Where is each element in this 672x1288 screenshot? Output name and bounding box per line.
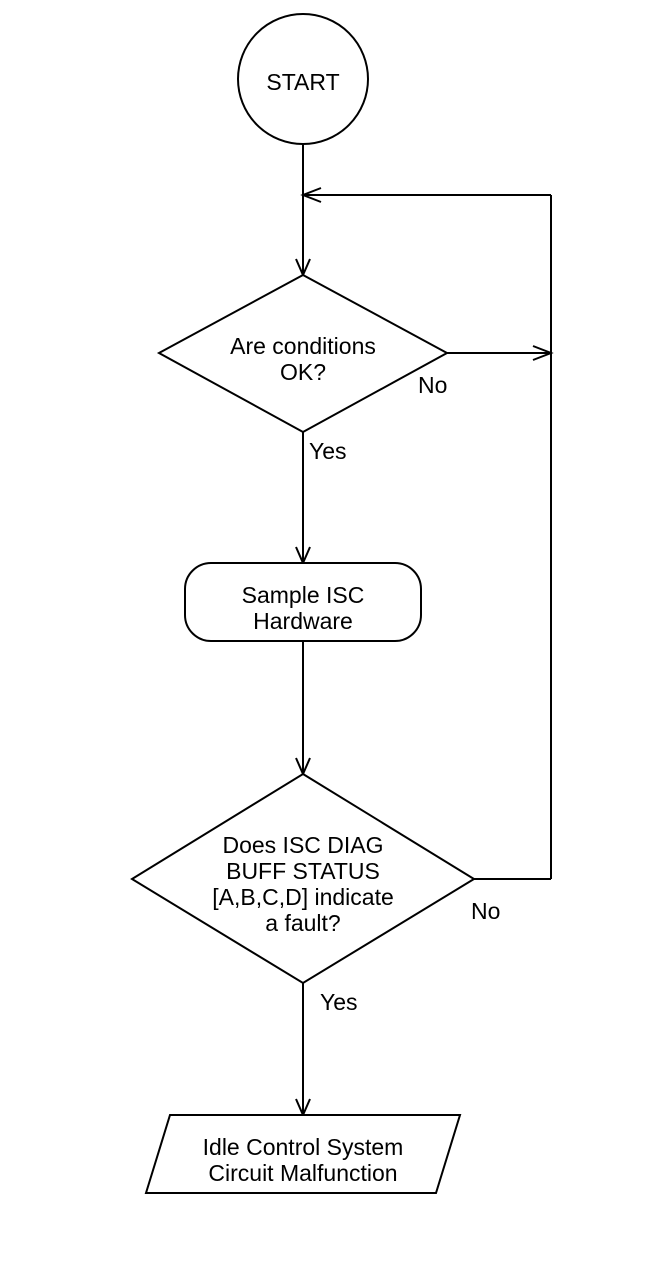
decision-fault-line-3: [A,B,C,D] indicate [212,884,394,910]
decision-conditions-line-1: Are conditions [230,333,376,359]
arrowhead-no1 [532,345,554,361]
decision-fault-line-4: a fault? [265,910,340,936]
decision-conditions-yes-label: Yes [309,438,347,464]
decision-fault-line-1: Does ISC DIAG [222,832,383,858]
start-label: START [266,69,339,95]
start-node: START [237,13,369,145]
process-sample-isc-hardware: Sample ISC Hardware [184,562,422,642]
decision-conditions-no-label: No [418,372,447,398]
process-sample-line-2: Hardware [253,608,353,634]
output-line-2: Circuit Malfunction [208,1160,397,1186]
decision-conditions-line-2: OK? [280,359,326,385]
arrowhead-loopback [300,187,322,203]
output-idle-control-malfunction: Idle Control System Circuit Malfunction [144,1114,462,1194]
output-line-1: Idle Control System [203,1134,404,1160]
decision-conditions-ok: Are conditions OK? No Yes [156,273,450,464]
decision-fault-yes-label: Yes [320,989,358,1015]
decision-isc-fault: Does ISC DIAG BUFF STATUS [A,B,C,D] indi… [130,772,500,1015]
decision-fault-no-label: No [471,898,500,924]
decision-fault-line-2: BUFF STATUS [226,858,380,884]
process-sample-line-1: Sample ISC [242,582,365,608]
